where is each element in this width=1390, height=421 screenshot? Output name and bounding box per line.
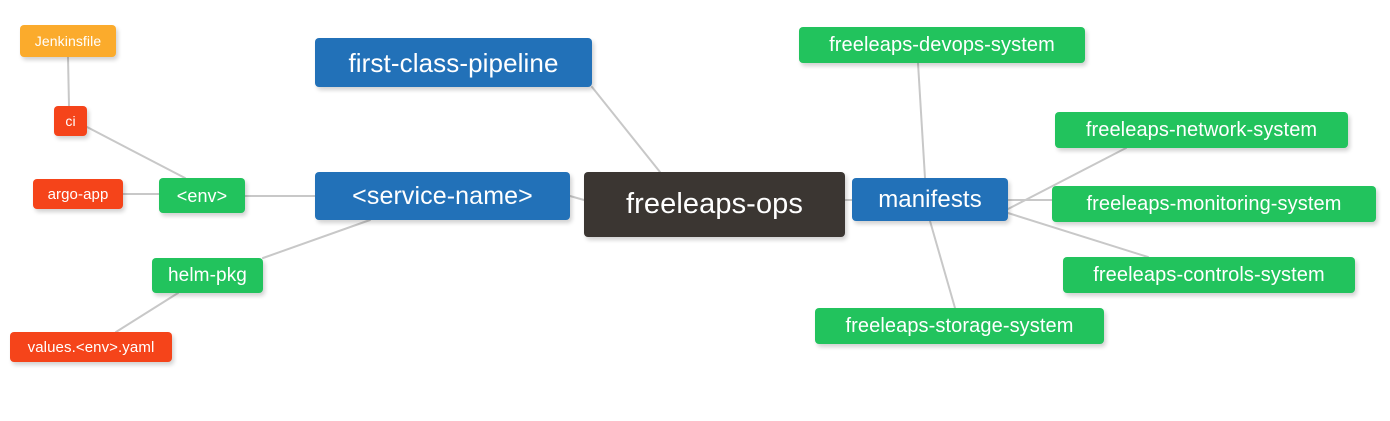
node-freeleaps-controls-system[interactable]: freeleaps-controls-system xyxy=(1063,257,1355,293)
node-ci[interactable]: ci xyxy=(54,106,87,136)
node-freeleaps-devops-system[interactable]: freeleaps-devops-system xyxy=(799,27,1085,63)
node-helm-pkg[interactable]: helm-pkg xyxy=(152,258,263,293)
node-env[interactable]: <env> xyxy=(159,178,245,213)
edge-manifests-to-freeleaps-storage-system xyxy=(929,220,956,309)
node-manifests[interactable]: manifests xyxy=(852,178,1008,221)
edge-ci-to-jenkinsfile xyxy=(67,56,70,107)
edge-freeleaps-ops-to-service-name xyxy=(569,195,585,201)
node-freeleaps-ops[interactable]: freeleaps-ops xyxy=(584,172,845,237)
node-freeleaps-storage-system[interactable]: freeleaps-storage-system xyxy=(815,308,1104,344)
edge-service-name-to-helm-pkg xyxy=(262,219,371,259)
edge-manifests-to-freeleaps-devops-system xyxy=(917,62,926,179)
edge-env-to-ci xyxy=(86,126,186,179)
node-freeleaps-network-system[interactable]: freeleaps-network-system xyxy=(1055,112,1348,148)
node-first-class-pipeline[interactable]: first-class-pipeline xyxy=(315,38,592,87)
node-jenkinsfile[interactable]: Jenkinsfile xyxy=(20,25,116,57)
node-values-env-yaml[interactable]: values.<env>.yaml xyxy=(10,332,172,362)
node-freeleaps-monitoring-system[interactable]: freeleaps-monitoring-system xyxy=(1052,186,1376,222)
edge-freeleaps-ops-to-first-class-pipeline xyxy=(591,86,661,173)
edge-helm-pkg-to-values-env-yaml xyxy=(115,292,179,333)
node-service-name[interactable]: <service-name> xyxy=(315,172,570,220)
node-argo-app[interactable]: argo-app xyxy=(33,179,123,209)
